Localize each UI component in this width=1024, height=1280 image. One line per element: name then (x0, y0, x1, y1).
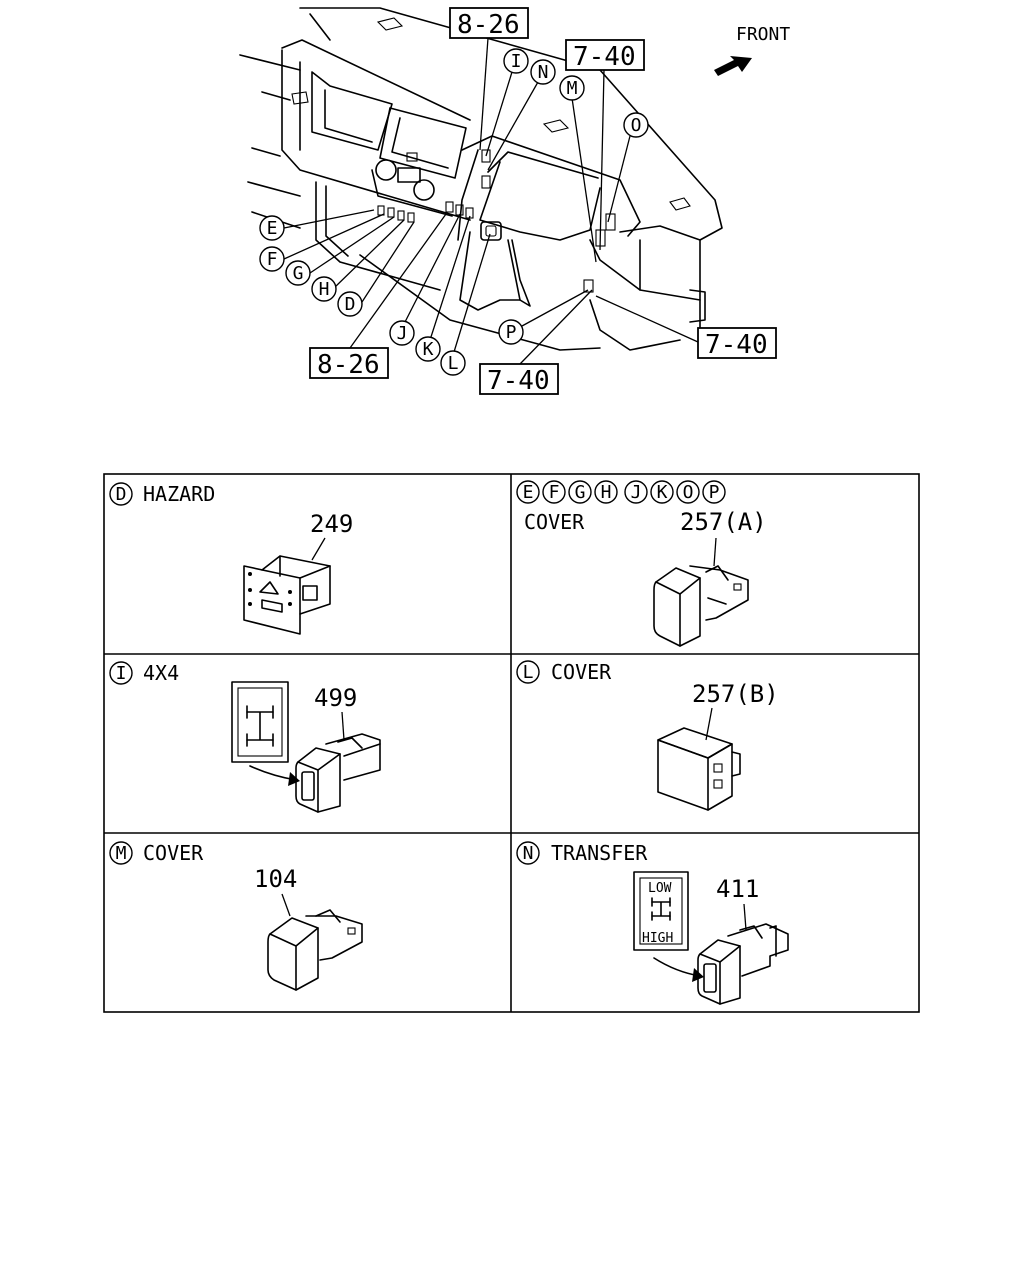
panel-title: HAZARD (143, 482, 215, 506)
svg-text:M: M (567, 78, 578, 99)
low-label: LOW (648, 881, 672, 896)
panel-circle-G: G (568, 480, 592, 504)
panel-circle-N: N (516, 841, 540, 865)
leader-lines (283, 37, 699, 365)
callout-M: M (559, 75, 585, 101)
svg-text:7-40: 7-40 (573, 42, 636, 72)
panel-hazard: D HAZARD 249 (109, 482, 353, 635)
svg-text:D: D (116, 484, 127, 505)
svg-text:D: D (345, 294, 356, 315)
svg-text:P: P (709, 482, 720, 503)
svg-text:K: K (423, 339, 434, 360)
panel-title: COVER (143, 841, 204, 865)
svg-text:F: F (267, 249, 278, 270)
svg-text:E: E (267, 218, 278, 239)
svg-text:H: H (601, 482, 612, 503)
svg-text:8-26: 8-26 (317, 350, 380, 380)
panel-circle-P: P (702, 480, 726, 504)
part-number: 249 (310, 510, 353, 538)
front-arrow: FRONT (714, 24, 790, 76)
svg-text:7-40: 7-40 (705, 330, 768, 360)
dashboard-illustration (239, 7, 723, 351)
parts-table (103, 473, 920, 1013)
callout-K: K (415, 336, 441, 362)
callout-N: N (530, 59, 556, 85)
panel-circle-E: E (516, 480, 540, 504)
panel-circle-F: F (542, 480, 566, 504)
panel-title: 4X4 (143, 661, 179, 685)
ref-box: 8-26 (309, 347, 389, 380)
callout-L: L (440, 350, 466, 376)
svg-text:P: P (506, 322, 517, 343)
panel-circle-K: K (650, 480, 674, 504)
panel-circle-J: J (624, 480, 648, 504)
panel-cover-a: E F G H J K O P COVER 257(A) (516, 480, 767, 647)
svg-text:O: O (683, 482, 694, 503)
callout-I: I (503, 48, 529, 74)
panel-cover-b: L COVER 257(B) (516, 660, 779, 811)
hazard-switch-drawing (243, 555, 331, 635)
panel-circle-L: L (516, 660, 540, 684)
panel-cover-104: M COVER 104 (109, 841, 363, 991)
transfer-switch-drawing (697, 923, 789, 1005)
ref-box: 7-40 (479, 363, 559, 396)
callout-F: F (259, 246, 285, 272)
panel-4x4: I 4X4 499 (109, 661, 381, 813)
high-label: HIGH (642, 931, 673, 946)
arrow-right-icon (714, 56, 752, 76)
svg-text:E: E (523, 482, 534, 503)
svg-text:M: M (116, 843, 127, 864)
svg-text:G: G (293, 263, 304, 284)
svg-text:7-40: 7-40 (487, 366, 550, 396)
callout-E: E (259, 215, 285, 241)
part-number: 257(A) (680, 508, 767, 536)
part-number: 499 (314, 684, 357, 712)
panel-circle-M: M (109, 841, 133, 865)
ref-box: 8-26 (449, 7, 529, 40)
transfer-symbol-drawing: LOW HIGH (633, 871, 704, 982)
part-number: 257(B) (692, 680, 779, 708)
cover-a-drawing (653, 565, 749, 647)
ref-box: 7-40 (697, 327, 777, 360)
panel-title: COVER (524, 510, 585, 534)
svg-text:N: N (523, 843, 534, 864)
svg-text:8-26: 8-26 (457, 10, 520, 40)
callout-P: P (498, 319, 524, 345)
panel-title: COVER (551, 660, 612, 684)
callout-H: H (311, 276, 337, 302)
callout-O: O (623, 112, 649, 138)
4x4-symbol-drawing (231, 681, 300, 786)
ref-box: 7-40 (565, 39, 645, 72)
svg-text:F: F (549, 482, 560, 503)
4x4-switch-drawing (295, 733, 381, 813)
svg-text:N: N (538, 62, 549, 83)
svg-text:J: J (397, 323, 408, 344)
panel-circle-H: H (594, 480, 618, 504)
svg-text:G: G (575, 482, 586, 503)
panel-circle-I: I (109, 661, 133, 685)
part-number: 104 (254, 865, 297, 893)
cover-104-drawing (267, 909, 363, 991)
svg-text:I: I (511, 51, 522, 72)
svg-text:L: L (448, 353, 459, 374)
callout-D: D (337, 291, 363, 317)
part-number: 411 (716, 875, 759, 903)
callout-J: J (389, 320, 415, 346)
svg-text:O: O (631, 115, 642, 136)
panel-title: TRANSFER (551, 841, 648, 865)
panel-circle-O: O (676, 480, 700, 504)
callout-G: G (285, 260, 311, 286)
cover-b-drawing (657, 727, 741, 811)
panel-circle-D: D (109, 482, 133, 506)
svg-text:L: L (523, 662, 534, 683)
svg-text:K: K (657, 482, 668, 503)
svg-text:I: I (116, 663, 127, 684)
front-label: FRONT (736, 24, 790, 45)
panel-transfer: N TRANSFER 411 LOW HIGH (516, 841, 789, 1005)
svg-text:J: J (631, 482, 642, 503)
svg-text:H: H (319, 279, 330, 300)
